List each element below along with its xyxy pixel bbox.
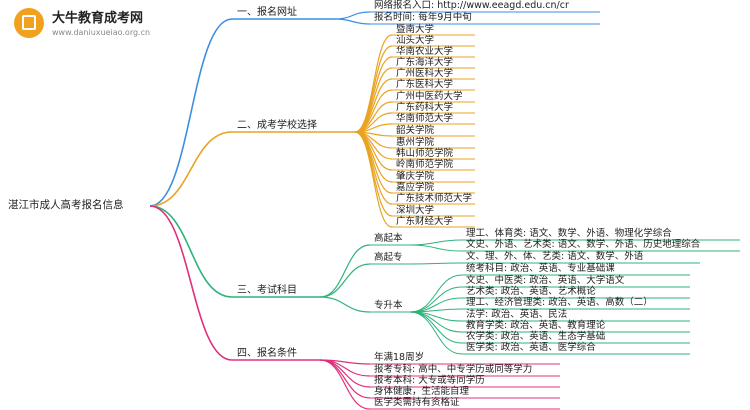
leaf-3-3-6: 教育学类: 政治、英语、教育理论 xyxy=(466,320,606,331)
leaf-3-3-8: 医学类: 政治、英语、医学综合 xyxy=(466,342,596,353)
leaf-3-3-1: 统考科目: 政治、英语、专业基础课 xyxy=(466,263,615,274)
mindmap-root: 湛江市成人高考报名信息 xyxy=(8,199,124,211)
leaf-4-5: 医学类需持有资格证 xyxy=(374,397,460,408)
leaf-3-2-1: 文、理、外、体、艺类: 语文、数学、外语 xyxy=(466,251,644,262)
connector-40 xyxy=(354,131,393,194)
leaf-3-3-4: 理工、经济管理类: 政治、英语、高数（二） xyxy=(466,297,653,308)
leaf-3-3-3: 艺术类: 政治、英语、艺术概论 xyxy=(466,286,596,297)
leaf-4-3: 报考本科: 大专或等同学历 xyxy=(374,375,485,386)
leaf-3-1-1: 理工、体育类: 语文、数学、外语、物理化学综合 xyxy=(466,228,672,239)
logo-subtitle: www.daniuxueiao.org.cn xyxy=(52,28,151,37)
leaf-2-3: 华南农业大学 xyxy=(396,46,454,57)
connector-82 xyxy=(319,359,371,399)
leaf-2-11: 惠州学院 xyxy=(396,137,435,148)
connector-54 xyxy=(409,239,463,246)
connector-50 xyxy=(319,263,371,298)
connector-52 xyxy=(319,296,371,313)
leaf-2-16: 广东技术师范大学 xyxy=(396,193,473,204)
connector-48 xyxy=(319,244,371,298)
connector-16 xyxy=(354,56,393,133)
connector-74 xyxy=(409,311,463,355)
leaf-2-2: 汕头大学 xyxy=(396,35,435,46)
leaf-2-9: 华南师范大学 xyxy=(396,113,454,124)
logo-title: 大牛教育成考网 xyxy=(52,11,144,26)
leaf-2-8: 广东药科大学 xyxy=(396,102,454,113)
leaf-2-10: 韶关学院 xyxy=(396,125,435,136)
leaf-3-3-5: 法学: 政治、英语、民法 xyxy=(466,309,568,320)
book-icon xyxy=(14,8,44,38)
branch-label-2: 二、成考学校选择 xyxy=(237,120,317,131)
subgroup-zhuanshengben: 专升本 xyxy=(374,300,403,311)
branch-label-1: 一、报名网址 xyxy=(237,7,297,18)
connector-10 xyxy=(334,18,371,25)
leaf-2-7: 广州中医药大学 xyxy=(396,91,463,102)
connector-4 xyxy=(149,205,233,298)
connector-58 xyxy=(409,262,463,265)
leaf-1-1: 网络报名入口: http://www.eeagd.edu.cn/cr xyxy=(374,0,569,11)
connector-56 xyxy=(409,244,463,252)
connector-8 xyxy=(334,11,371,20)
leaf-3-3-2: 文史、中医类: 政治、英语、大学语文 xyxy=(466,275,625,286)
branch-label-3: 三、考试科目 xyxy=(237,285,297,296)
leaf-4-2: 报考专科: 高中、中专学历或同等学力 xyxy=(374,364,533,375)
connector-84 xyxy=(319,359,371,410)
leaf-2-13: 岭南师范学院 xyxy=(396,159,454,170)
connector-2 xyxy=(149,131,233,207)
leaf-2-14: 肇庆学院 xyxy=(396,171,435,182)
branch-label-4: 四、报名条件 xyxy=(237,348,297,359)
connector-46 xyxy=(354,131,393,228)
connector-6 xyxy=(149,205,233,361)
leaf-2-6: 广东医科大学 xyxy=(396,79,454,90)
connector-70 xyxy=(409,311,463,333)
leaf-2-18: 广东财经大学 xyxy=(396,216,454,227)
leaf-2-12: 韩山师范学院 xyxy=(396,148,454,159)
connector-60 xyxy=(409,274,463,313)
subgroup-gaoqiben: 高起本 xyxy=(374,233,403,244)
subgroup-gaoqizhuan: 高起专 xyxy=(374,252,403,263)
leaf-3-3-7: 农学类: 政治、英语、生态学基础 xyxy=(466,331,606,342)
connector-0 xyxy=(149,18,233,207)
leaf-3-1-2: 文史、外语、艺术类: 语文、数学、外语、历史地理综合 xyxy=(466,239,701,250)
leaf-1-2: 报名时间: 每年9月中旬 xyxy=(374,12,472,23)
connector-62 xyxy=(409,286,463,313)
leaf-2-1: 暨南大学 xyxy=(396,24,435,35)
leaf-2-5: 广州医科大学 xyxy=(396,68,454,79)
leaf-2-17: 深圳大学 xyxy=(396,205,435,216)
leaf-4-1: 年满18周岁 xyxy=(374,352,425,363)
leaf-2-4: 广东海洋大学 xyxy=(396,57,454,68)
leaf-2-15: 嘉应学院 xyxy=(396,182,435,193)
leaf-4-4: 身体健康，生活能自理 xyxy=(374,386,470,397)
site-logo[interactable]: 大牛教育成考网 www.daniuxueiao.org.cn xyxy=(14,6,164,44)
